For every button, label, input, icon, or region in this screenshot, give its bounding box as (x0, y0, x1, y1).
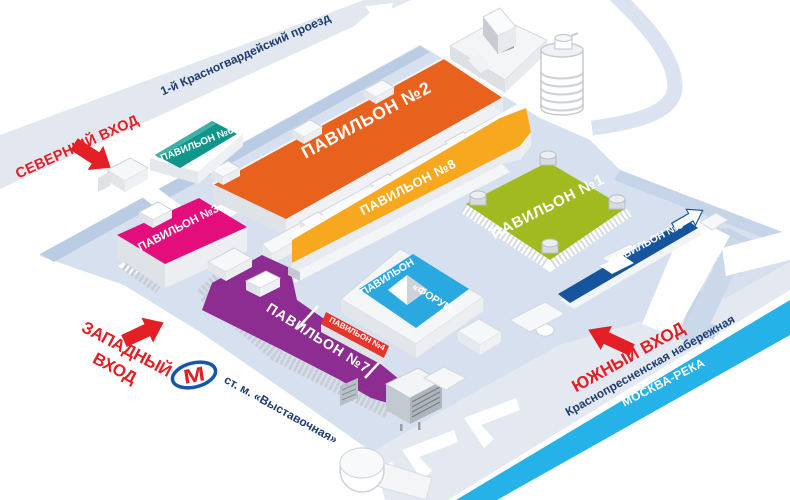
svg-text:М: М (182, 362, 207, 388)
